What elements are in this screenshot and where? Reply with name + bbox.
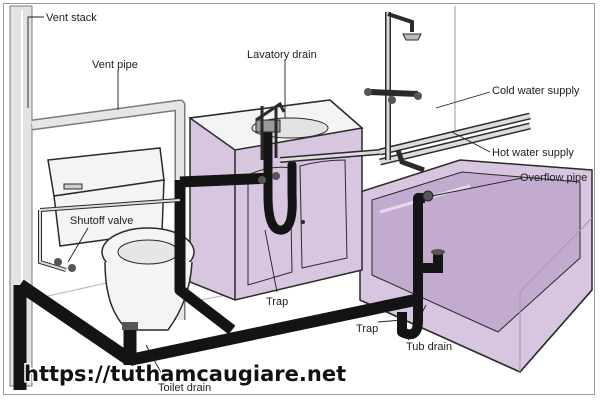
label-vent-stack: Vent stack bbox=[46, 12, 97, 24]
lavatory-faucet bbox=[258, 106, 280, 184]
label-shutoff-valve: Shutoff valve bbox=[70, 215, 133, 227]
image-frame bbox=[3, 3, 595, 395]
toilet bbox=[47, 147, 195, 331]
label-hot-water-supply: Hot water supply bbox=[492, 147, 574, 159]
label-trap-tub: Trap bbox=[356, 323, 378, 335]
shutoff-valve bbox=[54, 258, 76, 272]
label-lavatory-drain: Lavatory drain bbox=[247, 49, 317, 61]
label-cold-water-supply: Cold water supply bbox=[492, 85, 580, 97]
watermark-url: https://tuthamcaugiare.net bbox=[24, 362, 346, 386]
leader-lines bbox=[27, 16, 523, 381]
label-toilet-drain: Toilet drain bbox=[158, 382, 211, 394]
drain-system bbox=[13, 172, 417, 390]
label-trap-lavatory: Trap bbox=[266, 296, 288, 308]
label-overflow-pipe: Overflow pipe bbox=[520, 172, 587, 184]
label-vent-pipe: Vent pipe bbox=[92, 59, 138, 71]
shower-riser bbox=[364, 12, 425, 173]
label-tub-drain: Tub drain bbox=[406, 341, 452, 353]
